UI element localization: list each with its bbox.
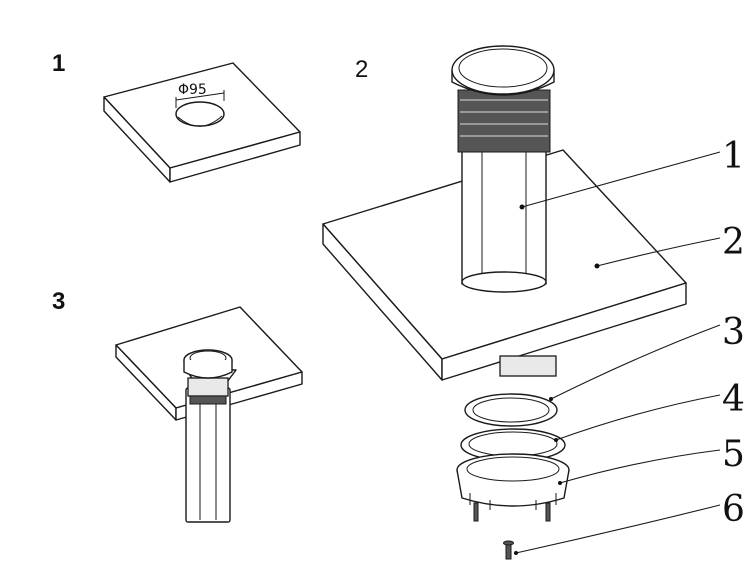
callout-5: 5	[722, 434, 745, 475]
step-number-1: 1	[52, 50, 66, 77]
step1-plate-with-hole: Φ95	[103, 62, 301, 183]
callout-1: 1	[722, 136, 745, 177]
callout-2: 2	[722, 222, 745, 263]
callout-4: 4	[722, 379, 745, 420]
step-number-3: 3	[52, 288, 66, 315]
step-number-2: 2	[355, 56, 369, 83]
callout-6: 6	[722, 489, 745, 530]
step2-exploded-view: 1 2 3 4 5 6	[322, 45, 745, 560]
step3-assembled-drain	[115, 306, 303, 523]
hole-diameter-label: Φ95	[178, 82, 207, 98]
callout-3: 3	[722, 312, 745, 353]
